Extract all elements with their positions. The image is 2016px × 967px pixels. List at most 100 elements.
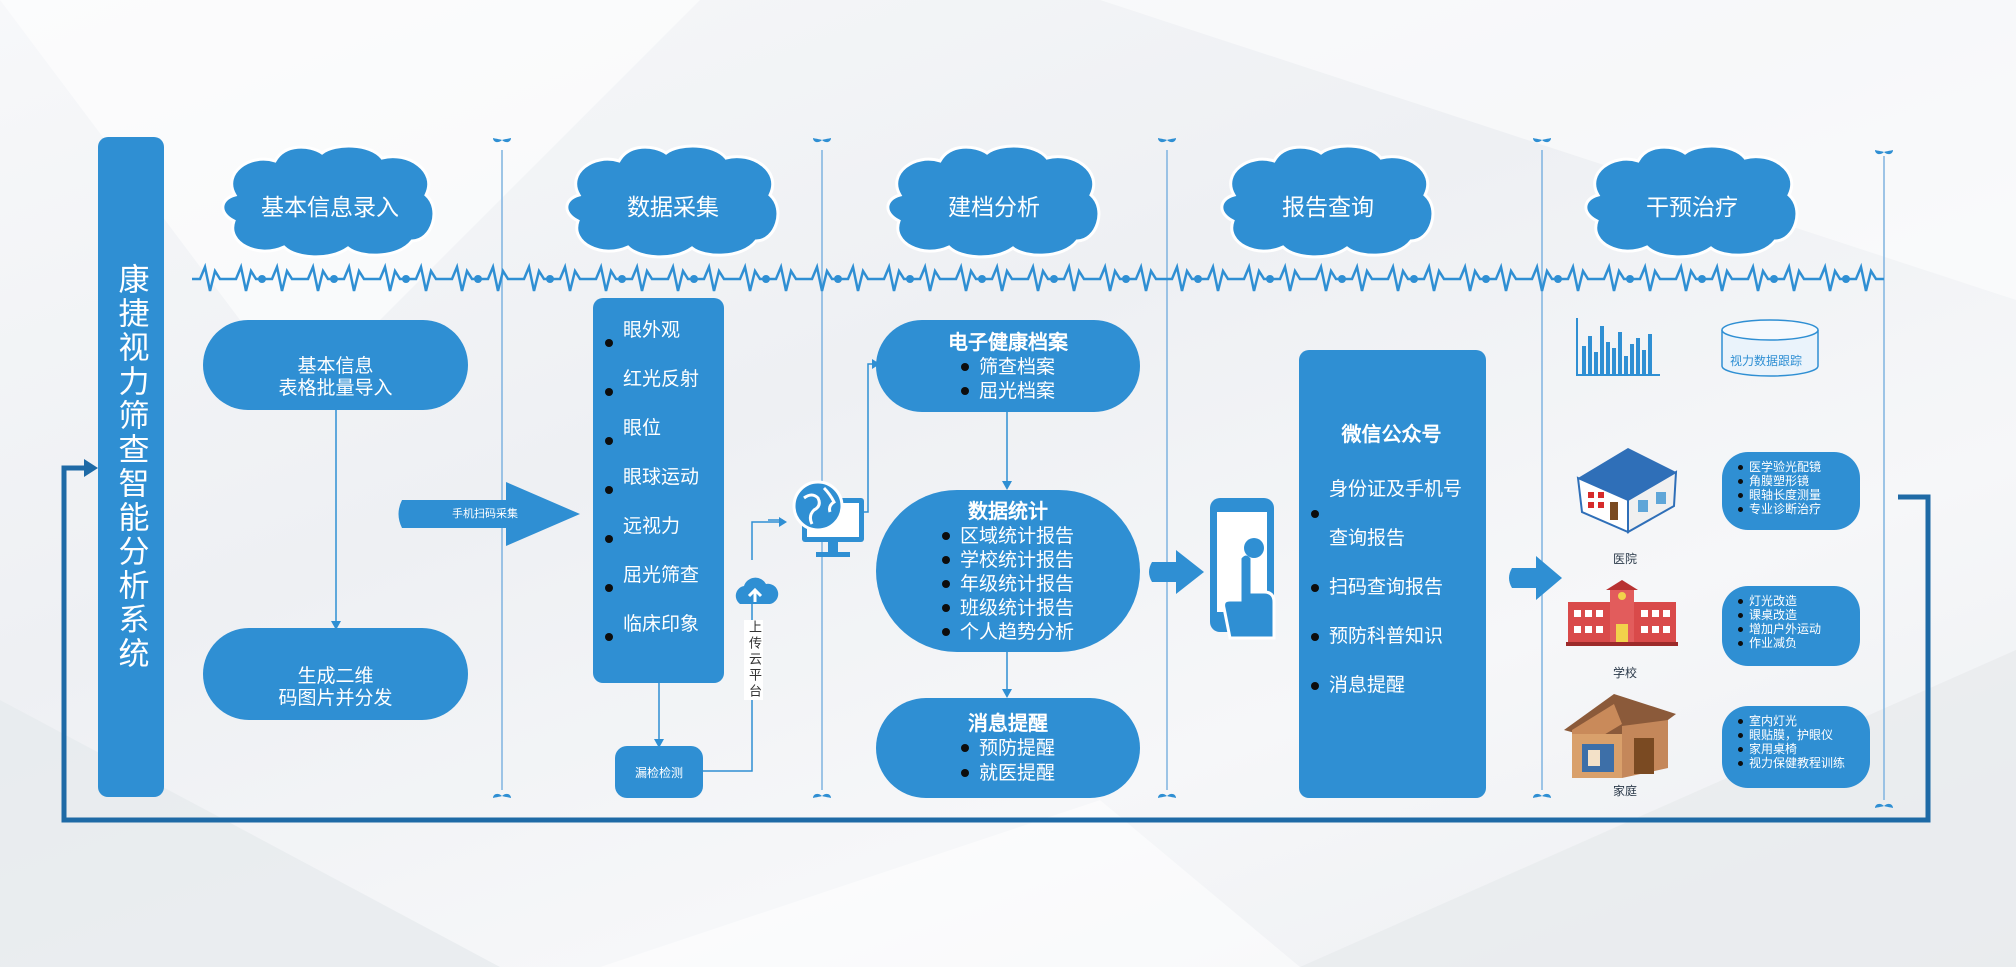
stats-item: 班级统计报告 — [941, 596, 1074, 620]
collection-item: 红光反射 — [605, 367, 724, 416]
archive-item: 屈光档案 — [960, 379, 1055, 403]
school-item: 灯光改造 — [1738, 594, 1850, 608]
wave-dot — [1482, 275, 1490, 283]
collection-item: 眼位 — [605, 416, 724, 465]
arrow-to-report — [1149, 550, 1204, 594]
system-title: 康捷视力筛查智能分析系统 — [112, 263, 149, 671]
wave-dot — [906, 275, 914, 283]
feedback-loop-line — [61, 465, 1931, 823]
wechat-item: 身份证及手机号查询报告 — [1311, 465, 1472, 563]
stage-label-report-query: 报告查询 — [1282, 195, 1374, 221]
divider-ornaments — [493, 138, 1893, 808]
arrow-to-treatment — [1509, 556, 1562, 600]
qrcode-distribute-box: 生成二维 码图片并分发 — [203, 628, 468, 720]
school-item: 增加户外运动 — [1738, 622, 1850, 636]
stage-label-intervention: 干预治疗 — [1646, 195, 1738, 221]
wechat-item: 消息提醒 — [1311, 661, 1472, 710]
hospital-item: 专业诊断治疗 — [1738, 502, 1850, 516]
cloud-upload-icon — [735, 577, 779, 604]
system-title-bar: 康捷视力筛查智能分析系统 — [98, 137, 164, 797]
home-item: 室内灯光 — [1738, 714, 1860, 728]
health-archive-title: 电子健康档案 — [948, 329, 1068, 354]
school-measures-box: 灯光改造 课桌改造 增加户外运动 作业减负 — [1722, 586, 1860, 666]
home-item: 家用桌椅 — [1738, 742, 1860, 756]
wave-dot — [978, 275, 986, 283]
bar-chart-icon — [1576, 318, 1660, 376]
home-item: 视力保健教程训练 — [1738, 756, 1860, 770]
stage-badge-shapes — [221, 144, 1799, 259]
health-archive-box: 电子健康档案 筛查档案 屈光档案 — [876, 320, 1140, 412]
wave-dot — [1194, 275, 1202, 283]
wave-dot — [1410, 275, 1418, 283]
wave-dot — [1770, 275, 1778, 283]
collection-item: 眼外观 — [605, 318, 724, 367]
hospital-item: 医学验光配镜 — [1738, 460, 1850, 474]
scan-collect-arrow — [398, 482, 580, 546]
stats-item: 区域统计报告 — [941, 524, 1074, 548]
missed-check-box: 漏检检测 — [615, 746, 703, 798]
wave-dot — [1122, 275, 1130, 283]
school-icon — [1566, 580, 1678, 646]
collection-item: 远视力 — [605, 514, 724, 563]
stats-item: 学校统计报告 — [941, 548, 1074, 572]
heartbeat-wave-line — [192, 262, 1884, 292]
collection-item: 眼球运动 — [605, 465, 724, 514]
stage-label-data-collection: 数据采集 — [627, 195, 719, 221]
basic-info-line-2: 表格批量导入 — [278, 377, 393, 399]
archive-item: 筛查档案 — [960, 355, 1055, 379]
data-stats-box: 数据统计 区域统计报告 学校统计报告 年级统计报告 班级统计报告 个人趋势分析 — [876, 490, 1140, 652]
data-collection-items-box: 眼外观 红光反射 眼位 眼球运动 远视力 屈光筛查 临床印象 — [593, 298, 724, 683]
wave-dot — [1554, 275, 1562, 283]
database-icon — [1721, 319, 1819, 377]
wechat-account-box: 微信公众号 身份证及手机号查询报告 扫码查询报告 预防科普知识 消息提醒 — [1299, 350, 1486, 798]
reminder-item: 就医提醒 — [960, 761, 1055, 786]
vision-data-tracking-label: 视力数据跟踪 — [1730, 354, 1803, 368]
wechat-item: 扫码查询报告 — [1311, 563, 1472, 612]
house-icon — [1564, 694, 1676, 778]
wave-dot — [834, 275, 842, 283]
school-item: 作业减负 — [1738, 636, 1850, 650]
hospital-item: 眼轴长度测量 — [1738, 488, 1850, 502]
wave-dot — [258, 275, 266, 283]
hospital-measures-box: 医学验光配镜 角膜塑形镜 眼轴长度测量 专业诊断治疗 — [1722, 452, 1860, 530]
qrcode-line-1: 生成二维 — [297, 665, 374, 687]
data-stats-title: 数据统计 — [968, 498, 1048, 523]
hospital-item: 角膜塑形镜 — [1738, 474, 1850, 488]
stage-label-archive-analysis: 建档分析 — [948, 195, 1040, 221]
wave-dot — [618, 275, 626, 283]
wave-dot — [330, 275, 338, 283]
school-item: 课桌改造 — [1738, 608, 1850, 622]
collection-item: 临床印象 — [605, 612, 724, 661]
wave-dot — [1626, 275, 1634, 283]
wechat-item: 预防科普知识 — [1311, 612, 1472, 661]
wave-dot — [1266, 275, 1274, 283]
wave-dot — [546, 275, 554, 283]
home-item: 眼贴膜，护眼仪 — [1738, 728, 1860, 742]
stats-item: 个人趋势分析 — [941, 620, 1074, 644]
phone-hand-icon — [1210, 498, 1276, 640]
message-reminder-box: 消息提醒 预防提醒 就医提醒 — [876, 698, 1140, 798]
wave-dot — [762, 275, 770, 283]
message-reminder-title: 消息提醒 — [968, 710, 1048, 735]
globe-monitor-icon — [792, 480, 864, 557]
column-dividers — [501, 150, 1885, 800]
wave-dot — [402, 275, 410, 283]
collection-item: 屈光筛查 — [605, 563, 724, 612]
stats-item: 年级统计报告 — [941, 572, 1074, 596]
wave-dot — [1698, 275, 1706, 283]
home-measures-box: 室内灯光 眼贴膜，护眼仪 家用桌椅 视力保健教程训练 — [1722, 706, 1870, 788]
wave-dot — [1338, 275, 1346, 283]
upload-cloud-label: 上传云平台 — [744, 620, 763, 700]
reminder-item: 预防提醒 — [960, 736, 1055, 761]
hospital-icon — [1576, 448, 1678, 534]
wave-dot — [1050, 275, 1058, 283]
school-caption: 学校 — [1612, 666, 1637, 680]
basic-info-line-1: 基本信息 — [297, 355, 374, 377]
wave-dot — [1842, 275, 1850, 283]
scan-collect-label: 手机扫码采集 — [452, 507, 518, 520]
basic-info-import-box: 基本信息 表格批量导入 — [203, 320, 468, 410]
hospital-caption: 医院 — [1612, 552, 1637, 566]
qrcode-line-2: 码图片并分发 — [278, 687, 393, 709]
wave-dot — [690, 275, 698, 283]
